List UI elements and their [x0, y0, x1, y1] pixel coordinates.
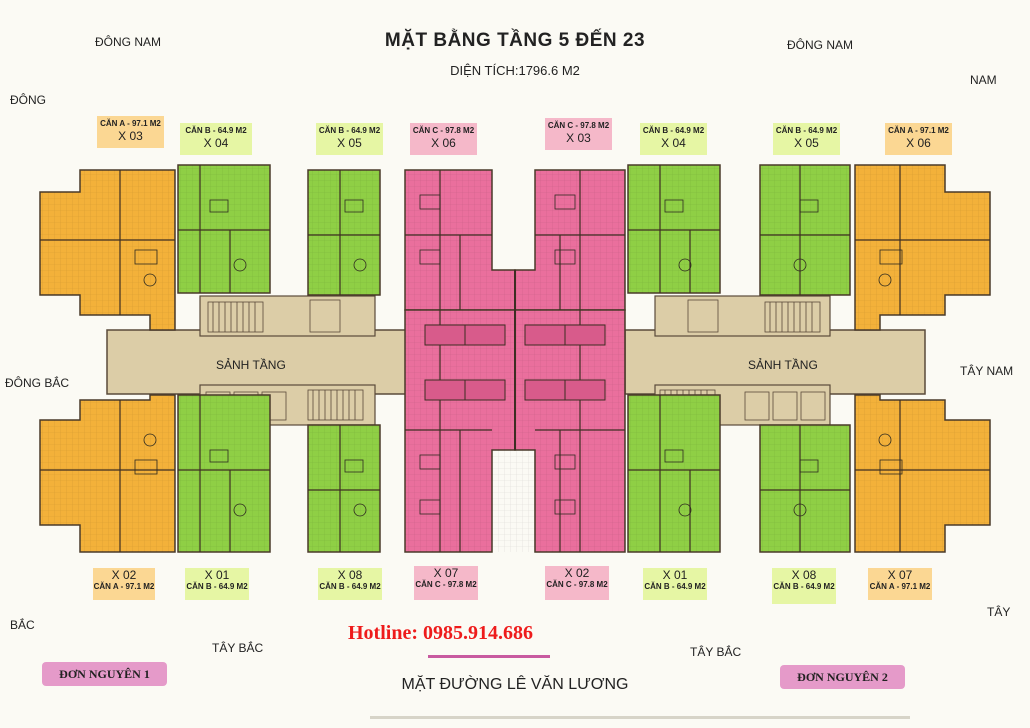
unit-badge-2: ĐƠN NGUYÊN 2	[780, 665, 905, 689]
plan-title: MẶT BẰNG TẦNG 5 ĐẾN 23	[384, 30, 646, 51]
direction-southeast-right: ĐÔNG NAM	[787, 38, 853, 52]
bottom-divider	[370, 716, 910, 719]
direction-northeast: ĐÔNG BẮC	[5, 376, 70, 390]
direction-north: BẮC	[10, 618, 35, 632]
hotline: Hotline: 0985.914.686	[348, 622, 533, 644]
direction-south: NAM	[970, 73, 997, 87]
direction-southwest: TÂY NAM	[960, 364, 1014, 378]
street-name: MẶT ĐƯỜNG LÊ VĂN LƯƠNG	[401, 676, 629, 693]
direction-northwest-right: TÂY BẮC	[690, 645, 742, 659]
lobby-label-left: SẢNH TẦNG	[216, 358, 286, 372]
unit-badge-1: ĐƠN NGUYÊN 1	[42, 662, 167, 686]
direction-southeast-left: ĐÔNG NAM	[95, 35, 161, 49]
core-top-right	[654, 295, 831, 337]
plan-area: DIỆN TÍCH:1796.6 M2	[450, 63, 580, 78]
direction-east: ĐÔNG	[10, 93, 46, 107]
street-divider	[428, 655, 550, 658]
direction-northwest-left: TÂY BẮC	[212, 641, 264, 655]
lobby-label-right: SẢNH TẦNG	[748, 358, 818, 372]
direction-west: TÂY	[987, 605, 1011, 619]
core-top-left	[199, 295, 376, 337]
